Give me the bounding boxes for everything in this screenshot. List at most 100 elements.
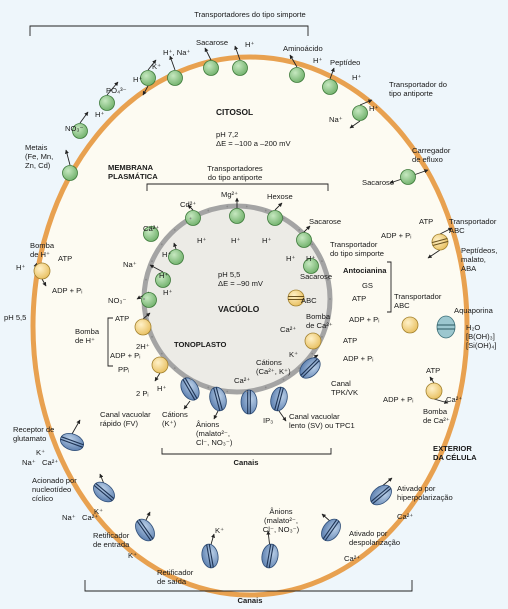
hiperpol-label: Ativado por hiperpolarização [397,484,453,502]
flux-arrow [427,249,441,259]
h-label: H⁺ [162,250,172,259]
h-label: H⁺ [231,236,241,245]
transporter [168,249,184,265]
tonoplast-texture [264,386,267,389]
atp-label: ATP [58,254,73,263]
na-label: Na⁺ [62,513,76,522]
atp-label: ATP [352,294,367,303]
despol-label: Ativado por despolarização [349,529,401,547]
ip3-label: IP₃ [263,416,274,425]
tonoplast-texture [321,260,323,263]
atp-label: ATP [426,366,441,375]
retif-saida-label: Retificador de saída [157,568,194,586]
flux-arrow [142,312,151,320]
transporter [289,67,305,83]
pump [151,356,169,374]
na-label: Na⁺ [123,260,137,269]
transporter [99,95,115,111]
tonoplast-texture [173,228,176,231]
sacarose-efflux-label: Sacarose [362,178,395,187]
nucleotideo-label: Acionado por nucleotídeo cíclico [32,476,77,503]
transporter [232,60,248,76]
k-label: K⁺ [215,526,225,535]
canais-vac-label: Canais [233,458,259,467]
ph-vacuole-label: pH 5,5 ΔE = –90 mV [218,270,263,288]
ppi-label: PPᵢ [118,365,130,374]
tonoplast-texture [282,378,285,381]
na-label: Na⁺ [22,458,36,467]
k-label: K⁺ [36,448,46,457]
anions-vac-label: Ânions (malato²⁻, Cl⁻, NO₃⁻) [196,420,233,447]
canais-pm-bracket [84,580,413,592]
pump [304,332,322,350]
aquaporin [436,315,456,339]
tonoplast-texture [160,243,163,246]
channel [321,518,341,542]
tonoplast-texture [311,352,314,355]
bomba-ca-pm-label: Bomba de Ca²⁺ [423,407,450,425]
h-label: H⁺ [133,75,143,84]
tonoplast-texture [327,278,329,281]
ca-label: Ca²⁺ [234,376,251,385]
sv-label: Canal vacuolar lento (SV) ou TPC1 [289,412,355,430]
hexose-label: Hexose [267,192,293,201]
glutamato-label: Receptor de glutamato [13,425,55,443]
ca-label: Ca²⁺ [143,224,160,233]
tonoplast-texture [282,217,285,220]
ph-ext-label: pH 5,5 [4,313,27,322]
tonoplast-texture [189,378,192,381]
channel [209,386,227,412]
ca-label: Ca²⁺ [446,395,463,404]
tonoplast-texture [298,228,301,231]
flux-arrow [349,120,361,129]
transporter [303,258,319,274]
ca-label: Ca²⁺ [42,458,59,467]
ca-label: Ca²⁺ [280,325,297,334]
flux-arrow [106,81,119,96]
pump [401,316,419,334]
transporter [229,208,245,224]
tonoplast-texture [329,298,331,300]
symporters-title: Transportadores do tipo simporte [194,10,306,19]
transporter [267,210,283,226]
flux-arrow [278,410,287,422]
adp-label: ADP + Pᵢ [110,351,141,360]
abc-label: ABC [301,296,317,305]
membrane-proteins [33,60,456,569]
h-label: H⁺ [159,271,169,280]
transporter [400,169,416,185]
transporter [296,232,312,248]
pump [33,262,51,280]
h-na-label: H⁺, Na⁺ [163,48,191,57]
tpk-label: Canal TPK/VK [331,379,359,397]
transporter [62,165,78,181]
flux-arrow [429,376,435,384]
tonoplast-texture [245,205,248,208]
peptideo-label: Peptídeo [330,58,361,67]
ph-citosol-label: pH 7,2 ΔE = –100 a –200 mV [216,130,291,148]
h-label: H⁺ [313,56,323,65]
tonoplast-texture [327,317,329,320]
cd-label: Cd²⁺ [180,200,197,209]
flux-arrow [234,45,241,61]
flux-arrow [289,54,298,68]
h-label: H⁺ [16,263,26,272]
retif-entrada-label: Retificador de entrada [93,531,130,549]
canais-pm-label: Canais [237,596,263,605]
pump [134,318,152,336]
h2o-label: H₂O [B(OH)₃] [Si(OH)₄] [466,323,497,350]
flux-arrow [187,204,194,211]
vac-antiporters-bracket [146,183,329,191]
adp-label: ADP + Pᵢ [349,315,380,324]
tonoplast-texture [207,209,210,212]
flux-arrow [213,410,219,420]
peptideos-label: Peptídeos, malato, ABA [461,246,498,273]
bomba-h-vac-bracket [107,317,113,367]
channel [270,386,288,412]
flux-arrow [64,149,71,166]
tonoplasto-label: TONOPLASTO [174,340,227,349]
no3-label: NO₃⁻ [65,124,84,133]
two-h-label: 2H⁺ [136,342,150,351]
channel [201,543,219,569]
